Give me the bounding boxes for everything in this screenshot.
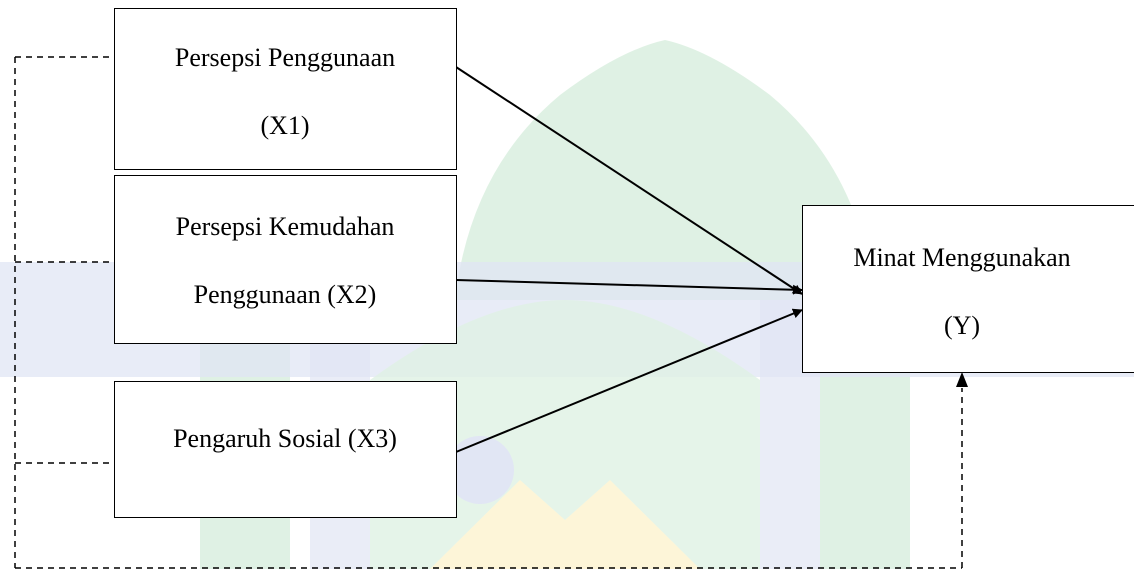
x3-label: Pengaruh Sosial (X3) (173, 424, 397, 453)
x2-label-line2: Penggunaan (X2) (193, 280, 377, 309)
x2-label-line1: Persepsi Kemudahan (175, 212, 395, 241)
dashed-arrowhead-y (956, 372, 968, 387)
x1-label-line2: (X1) (260, 111, 310, 140)
x1-label-line1: Persepsi Penggunaan (174, 43, 396, 72)
box-x1 (114, 8, 457, 170)
watermark-dome (455, 40, 875, 300)
y-label-line2: (Y) (943, 311, 981, 340)
arrow-x3-to-y (455, 308, 803, 453)
arrow-x1-to-y (455, 66, 803, 295)
box-y (802, 205, 1134, 373)
watermark-book (430, 480, 700, 569)
y-label-line1: Minat Menggunakan (853, 243, 1071, 272)
box-x3 (114, 381, 457, 518)
watermark-globe (446, 436, 514, 504)
arrow-x2-to-y (455, 279, 803, 295)
box-x2 (114, 175, 457, 344)
